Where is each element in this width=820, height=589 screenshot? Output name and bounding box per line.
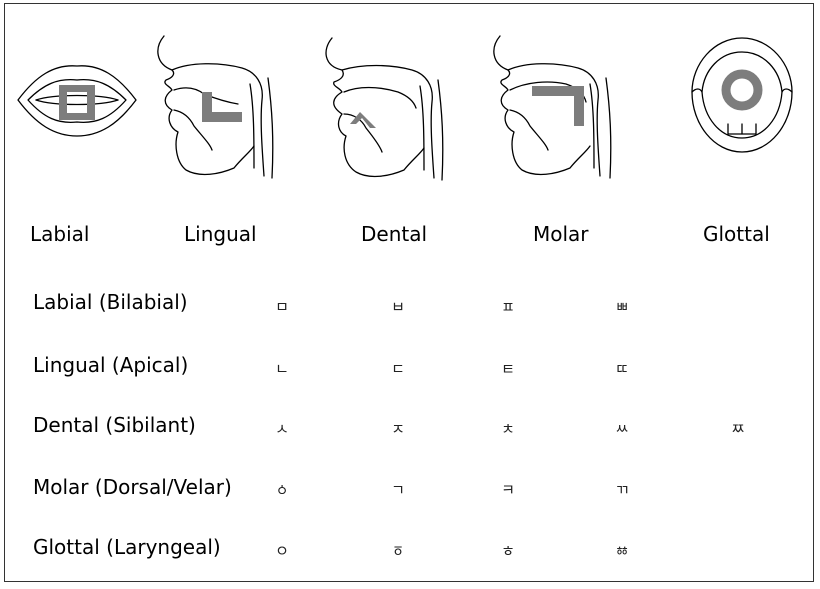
glottal-mouth-front-icon bbox=[686, 28, 798, 168]
jamo-cell: ㅅ bbox=[275, 418, 289, 439]
jamo-cell: ㄴ bbox=[275, 358, 289, 379]
jamo-cell: ㅌ bbox=[501, 358, 515, 379]
jamo-cell: ㅊ bbox=[501, 418, 515, 439]
labial-mouth-front-icon bbox=[14, 28, 140, 168]
jamo-cell: ㄱ bbox=[391, 479, 405, 500]
dental-head-profile-icon bbox=[318, 28, 448, 188]
row-label-lingual: Lingual (Apical) bbox=[33, 353, 188, 377]
jamo-cell: ㄸ bbox=[615, 358, 629, 379]
place-label-lingual: Lingual bbox=[184, 222, 257, 246]
jamo-cell: ㅋ bbox=[501, 479, 515, 500]
row-label-labial: Labial (Bilabial) bbox=[33, 290, 188, 314]
row-label-molar: Molar (Dorsal/Velar) bbox=[33, 475, 232, 499]
jamo-cell: ㅈ bbox=[391, 418, 405, 439]
dental-head-figure bbox=[318, 28, 448, 188]
jamo-cell: ㆁ bbox=[275, 479, 289, 500]
jamo-cell: ㅇ bbox=[275, 540, 289, 561]
place-label-glottal: Glottal bbox=[703, 222, 770, 246]
labial-mouth-figure bbox=[14, 28, 140, 168]
jamo-cell: ㄲ bbox=[615, 479, 629, 500]
place-label-labial: Labial bbox=[30, 222, 89, 246]
jamo-cell: ㆆ bbox=[391, 540, 405, 561]
molar-head-figure bbox=[486, 28, 616, 188]
place-label-molar: Molar bbox=[533, 222, 589, 246]
molar-head-profile-icon bbox=[486, 28, 616, 188]
jamo-cell: ㅉ bbox=[731, 418, 745, 439]
jamo-cell: ㅆ bbox=[615, 418, 629, 439]
jamo-cell: ㆅ bbox=[615, 540, 629, 561]
place-label-dental: Dental bbox=[361, 222, 427, 246]
row-label-dental: Dental (Sibilant) bbox=[33, 413, 196, 437]
jamo-cell: ㄷ bbox=[391, 358, 405, 379]
glottal-mouth-figure bbox=[686, 28, 798, 168]
lingual-head-profile-icon bbox=[150, 28, 280, 188]
jamo-cell: ㅎ bbox=[501, 540, 515, 561]
lingual-head-figure bbox=[150, 28, 280, 188]
jamo-cell: ㅁ bbox=[275, 296, 289, 317]
jamo-cell: ㅂ bbox=[391, 296, 405, 317]
jamo-cell: ㅍ bbox=[501, 296, 515, 317]
row-label-glottal: Glottal (Laryngeal) bbox=[33, 535, 221, 559]
jamo-cell: ㅃ bbox=[615, 296, 629, 317]
